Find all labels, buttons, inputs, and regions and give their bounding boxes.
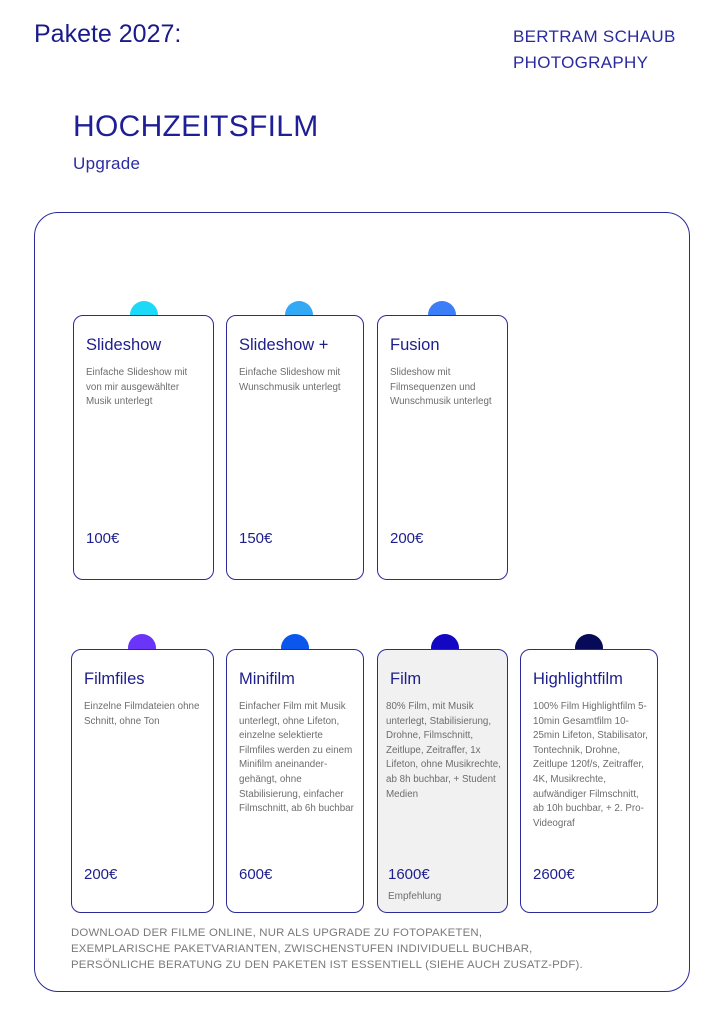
package-card-fusion: Fusion Slideshow mit Filmsequenzen und W…	[377, 315, 508, 580]
package-price: 200€	[390, 530, 424, 547]
packages-frame	[34, 212, 690, 992]
package-description: 100% Film Highlightfilm 5-10min Gesamtfi…	[533, 701, 648, 829]
package-card-minifilm: Minifilm Einfacher Film mit Musik unterl…	[226, 649, 364, 913]
package-card-film: Film 80% Film, mit Musik unterlegt, Stab…	[377, 649, 508, 913]
section-title: HOCHZEITSFILM	[73, 110, 319, 143]
package-title: Highlightfilm	[533, 670, 623, 688]
package-description: Einfache Slideshow mit von mir ausgewähl…	[86, 367, 188, 408]
recommendation-label: Empfehlung	[388, 891, 442, 902]
package-title: Fusion	[390, 336, 440, 354]
package-card-highlightfilm: Highlightfilm 100% Film Highlightfilm 5-…	[520, 649, 658, 913]
footnote-line-3: PERSÖNLICHE BERATUNG ZU DEN PAKETEN IST …	[71, 959, 583, 971]
package-price: 2600€	[533, 866, 575, 883]
package-price: 600€	[239, 866, 273, 883]
package-card-slideshow-plus: Slideshow + Einfache Slideshow mit Wunsc…	[226, 315, 364, 580]
package-price: 150€	[239, 530, 273, 547]
package-card-filmfiles: Filmfiles Einzelne Filmdateien ohne Schn…	[71, 649, 214, 913]
package-title: Filmfiles	[84, 670, 145, 688]
package-card-slideshow: Slideshow Einfache Slideshow mit von mir…	[73, 315, 214, 580]
brand-name: BERTRAM SCHAUB PHOTOGRAPHY	[513, 24, 676, 76]
footnote: DOWNLOAD DER FILME ONLINE, NUR ALS UPGRA…	[71, 925, 671, 973]
package-title: Film	[390, 670, 422, 688]
footnote-line-1: DOWNLOAD DER FILME ONLINE, NUR ALS UPGRA…	[71, 927, 483, 939]
package-description: Einfache Slideshow mit Wunschmusik unter…	[239, 367, 341, 393]
package-price: 1600€	[388, 866, 430, 883]
package-description: 80% Film, mit Musik unterlegt, Stabilisi…	[386, 701, 501, 800]
brand-line-2: PHOTOGRAPHY	[513, 53, 649, 72]
package-price: 100€	[86, 530, 120, 547]
footnote-line-2: EXEMPLARISCHE PAKETVARIANTEN, ZWISCHENST…	[71, 943, 533, 955]
section-subtitle: Upgrade	[73, 154, 141, 173]
page-title: Pakete 2027:	[34, 20, 182, 48]
package-price: 200€	[84, 866, 118, 883]
brand-line-1: BERTRAM SCHAUB	[513, 27, 676, 46]
package-description: Slideshow mit Filmsequenzen und Wunschmu…	[390, 367, 492, 408]
package-title: Minifilm	[239, 670, 295, 688]
package-title: Slideshow	[86, 336, 162, 354]
package-title: Slideshow +	[239, 336, 329, 354]
package-description: Einfacher Film mit Musik unterlegt, ohne…	[239, 701, 354, 815]
package-description: Einzelne Filmdateien ohne Schnitt, ohne …	[84, 701, 200, 727]
